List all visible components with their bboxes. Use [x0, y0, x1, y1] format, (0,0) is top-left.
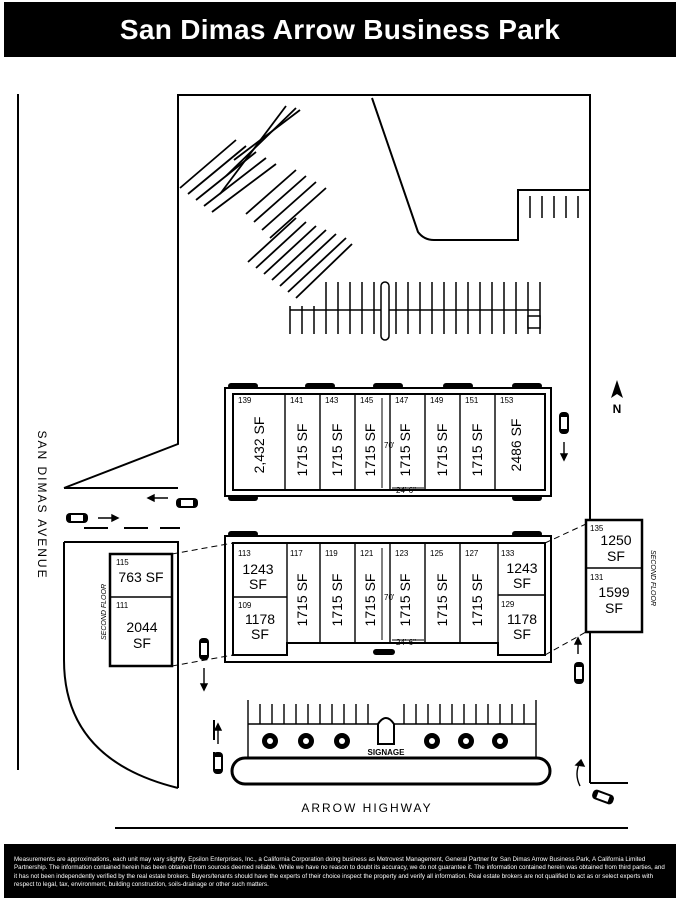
north-label: N: [613, 402, 622, 416]
unit-141-area: 1715 SF: [294, 424, 310, 477]
front-landscape: [230, 700, 552, 786]
car-icon: [592, 789, 614, 805]
unit-145-area: 1715 SF: [362, 424, 378, 477]
unit-125-number: 125: [430, 549, 444, 558]
unit-121-number: 121: [360, 549, 374, 558]
unit-135-area-unit: SF: [607, 548, 625, 564]
central-parking-row: [289, 282, 541, 334]
south-building: [224, 531, 552, 663]
arrow-highway-label: ARROW HIGHWAY: [301, 801, 432, 815]
south-dim-width: 24' 6": [396, 638, 416, 647]
unit-131-number: 131: [590, 573, 604, 582]
diagonal-parking-north: [179, 105, 301, 213]
unit-127-number: 127: [465, 549, 479, 558]
trash-enclosure: [527, 315, 541, 329]
unit-133-area-unit: SF: [513, 575, 531, 591]
unit-139-area: 2,432 SF: [251, 417, 267, 474]
unit-111-area-unit: SF: [133, 635, 151, 651]
unit-123-area: 1715 SF: [397, 574, 413, 627]
unit-123-number: 123: [395, 549, 409, 558]
unit-149-area: 1715 SF: [434, 424, 450, 477]
traffic-arrows: [98, 442, 586, 787]
unit-109-area-unit: SF: [251, 626, 269, 642]
unit-119-area: 1715 SF: [329, 574, 345, 627]
unit-125-area: 1715 SF: [434, 574, 450, 627]
signage-structure: [377, 717, 395, 745]
east-parking: [529, 196, 579, 218]
unit-153-area: 2486 SF: [508, 419, 524, 472]
south-dim-height: 70': [384, 593, 395, 602]
unit-127-area: 1715 SF: [469, 574, 485, 627]
access-road: [371, 97, 590, 241]
unit-145-number: 145: [360, 396, 374, 405]
right-second-floor-label: SECOND FLOOR: [649, 550, 656, 606]
unit-117-number: 117: [290, 549, 303, 558]
corner-curve: [63, 542, 179, 789]
unit-151-area: 1715 SF: [469, 424, 485, 477]
unit-109-number: 109: [238, 601, 252, 610]
unit-143-number: 143: [325, 396, 339, 405]
unit-121-area: 1715 SF: [362, 574, 378, 627]
unit-147-area: 1715 SF: [397, 424, 413, 477]
unit-115-number: 115: [116, 558, 129, 567]
unit-135-area-value: 1250: [600, 532, 631, 548]
car-icon: [213, 752, 223, 774]
north-arrow-icon: [611, 380, 623, 398]
car-icon: [176, 498, 198, 508]
north-dim-height: 70': [384, 441, 395, 450]
south-west-parcel: [64, 541, 179, 788]
car-icon: [66, 513, 88, 523]
unit-133-number: 133: [501, 549, 515, 558]
north-dim-width: 24' 6": [396, 486, 416, 495]
unit-111-number: 111: [116, 601, 129, 610]
unit-131-area-unit: SF: [605, 600, 623, 616]
unit-149-number: 149: [430, 396, 444, 405]
unit-141-number: 141: [290, 396, 304, 405]
disclaimer-text: Measurements are approximations, each un…: [14, 856, 665, 889]
page-title: San Dimas Arrow Business Park: [119, 13, 561, 45]
north-building: [224, 383, 552, 501]
unit-129-number: 129: [501, 600, 515, 609]
title-banner: San Dimas Arrow Business Park: [4, 2, 676, 57]
north-property-line: [63, 94, 591, 783]
unit-119-number: 119: [325, 549, 338, 558]
unit-117-area: 1715 SF: [294, 574, 310, 627]
unit-135-number: 135: [590, 524, 604, 533]
unit-153-number: 153: [500, 396, 514, 405]
unit-133-area-value: 1243: [506, 560, 537, 576]
unit-131-area-value: 1599: [598, 584, 629, 600]
unit-139-number: 139: [238, 396, 252, 405]
diagonal-parking-middle: [245, 169, 353, 299]
unit-115-area: 763 SF: [118, 569, 163, 585]
unit-113-area-value: 1243: [242, 561, 273, 577]
car-icon: [574, 662, 584, 684]
unit-129-area-value: 1178: [507, 611, 537, 627]
footer-disclaimer-bar: Measurements are approximations, each un…: [4, 844, 676, 898]
left-second-floor-box: [108, 542, 234, 668]
car-icon: [199, 638, 209, 660]
unit-129-area-unit: SF: [513, 626, 531, 642]
signage-label: SIGNAGE: [368, 748, 406, 757]
unit-147-number: 147: [395, 396, 409, 405]
left-second-floor-label: SECOND FLOOR: [101, 584, 108, 640]
unit-109-area-value: 1178: [245, 611, 275, 627]
parking-island: [380, 281, 390, 341]
property-outline: [17, 94, 628, 829]
unit-113-area-unit: SF: [249, 576, 267, 592]
unit-151-number: 151: [465, 396, 479, 405]
unit-111-area-value: 2044: [126, 619, 157, 635]
right-second-floor-box: [544, 518, 644, 656]
car-icon: [559, 412, 569, 434]
san-dimas-avenue-label: SAN DIMAS AVENUE: [35, 430, 49, 579]
unit-143-area: 1715 SF: [329, 424, 345, 477]
unit-113-number: 113: [238, 549, 251, 558]
